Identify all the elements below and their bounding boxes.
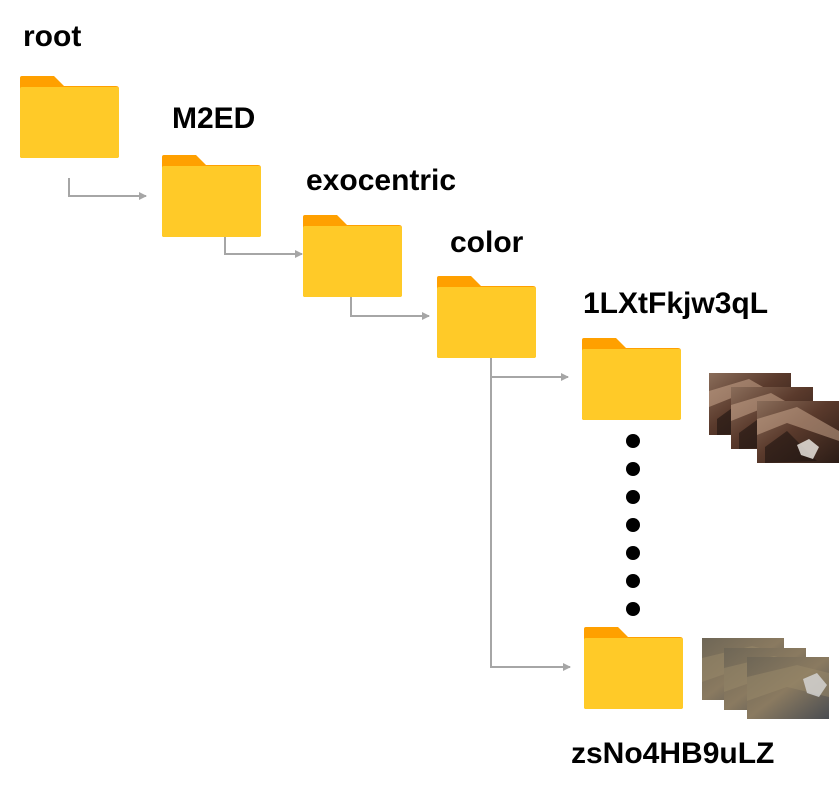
thumbnail-image — [747, 657, 829, 719]
connector-color-to-scene-first — [490, 358, 569, 381]
ellipsis-dot — [626, 462, 640, 476]
folder-label-color: color — [450, 226, 524, 259]
ellipsis-dot — [626, 490, 640, 504]
folder-label-m2ed: M2ED — [172, 102, 255, 135]
folder-label-root: root — [23, 20, 81, 53]
folder-icon-scene-last[interactable] — [584, 627, 683, 709]
thumbnail-image — [757, 401, 839, 463]
folder-label-scene-last: zsNo4HB9uLZ — [571, 737, 774, 770]
ellipsis-dot — [626, 434, 640, 448]
folder-icon-scene-first[interactable] — [582, 338, 681, 420]
folder-icon-color[interactable] — [437, 276, 536, 358]
ellipsis-dot — [626, 602, 640, 616]
ellipsis-dots — [626, 434, 640, 616]
connector-m2ed-to-exocentric — [224, 236, 303, 258]
ellipsis-dot — [626, 518, 640, 532]
folder-icon-m2ed[interactable] — [162, 155, 261, 237]
connector-exocentric-to-color — [350, 297, 430, 320]
image-stack-scene-last — [702, 638, 829, 719]
connector-color-to-scene-last — [490, 377, 571, 671]
folder-label-scene-first: 1LXtFkjw3qL — [583, 287, 768, 320]
ellipsis-dot — [626, 574, 640, 588]
image-stack-scene-first — [709, 373, 839, 463]
connectors — [68, 178, 571, 671]
connector-root-to-m2ed — [68, 178, 147, 200]
folder-label-exocentric: exocentric — [306, 164, 456, 197]
folder-icon-root[interactable] — [20, 76, 119, 158]
folder-icon-exocentric[interactable] — [303, 215, 402, 297]
ellipsis-dot — [626, 546, 640, 560]
